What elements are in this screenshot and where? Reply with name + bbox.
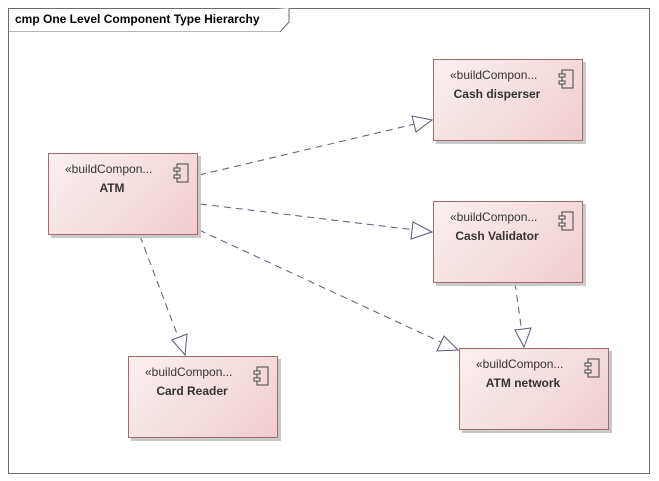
component-icon [173, 163, 189, 183]
component-card-reader[interactable]: «buildCompon... Card Reader [128, 356, 278, 438]
component-name: ATM network [485, 376, 561, 390]
component-icon [253, 366, 269, 386]
component-atm-network[interactable]: «buildCompon... ATM network [459, 348, 609, 430]
component-stereotype: «buildCompon... [65, 162, 153, 176]
frame-tab-outline [8, 8, 290, 32]
edge-atm-atm-network[interactable] [198, 229, 459, 351]
component-stereotype: «buildCompon... [476, 357, 564, 371]
component-cash-disperser[interactable]: «buildCompon... Cash disperser [433, 59, 583, 141]
arrowhead-cash-validator [410, 221, 434, 240]
edge-atm-cash-disperser[interactable] [198, 119, 433, 176]
component-stereotype: «buildCompon... [450, 68, 538, 82]
arrowhead-atm-network [436, 335, 460, 352]
component-cash-validator[interactable]: «buildCompon... Cash Validator [433, 201, 583, 283]
component-name: Card Reader [156, 384, 228, 398]
arrowhead-cash-disperser [411, 115, 434, 133]
edge-atm-cash-validator[interactable] [199, 203, 433, 233]
component-name: ATM [99, 181, 125, 195]
component-name: Cash Validator [455, 229, 539, 243]
component-icon [558, 211, 574, 231]
diagram-title: cmp One Level Component Type Hierarchy [15, 12, 260, 26]
edge-atm-card-reader[interactable] [139, 235, 186, 356]
arrowhead-card-reader [171, 333, 188, 357]
arrowhead-validator-network [514, 327, 532, 349]
component-icon [558, 69, 574, 89]
component-name: Cash disperser [453, 87, 541, 101]
component-icon [584, 358, 600, 378]
component-stereotype: «buildCompon... [450, 210, 538, 224]
component-atm[interactable]: «buildCompon... ATM [48, 153, 198, 235]
component-stereotype: «buildCompon... [145, 365, 233, 379]
